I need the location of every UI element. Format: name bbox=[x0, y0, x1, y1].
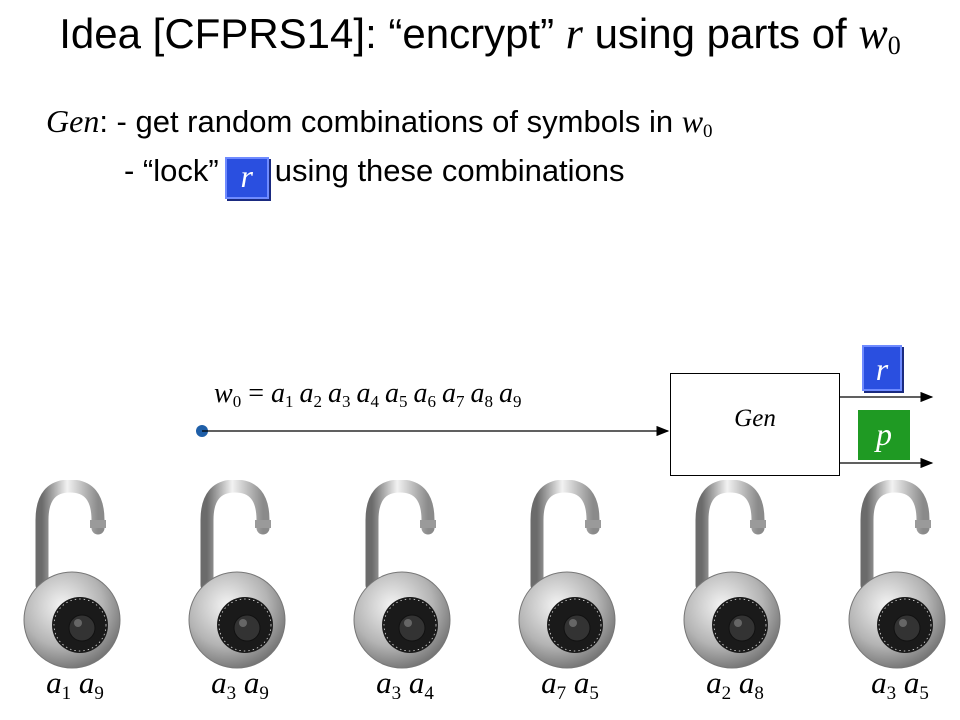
output-p-box: p bbox=[858, 410, 910, 460]
title-var-r: r bbox=[565, 9, 583, 58]
page-title: Idea [CFPRS14]: “encrypt” r using parts … bbox=[0, 8, 960, 61]
lock-label: a3 a4 bbox=[376, 665, 434, 704]
r-inline-box: r bbox=[224, 157, 269, 199]
gen-box-label: Gen bbox=[734, 405, 776, 432]
title-prefix: Idea [CFPRS14]: “encrypt” bbox=[59, 10, 566, 57]
symbol-a3: a3 bbox=[327, 378, 351, 411]
padlock-icon bbox=[848, 480, 946, 669]
gen-box bbox=[670, 373, 840, 476]
title-middle: using parts of bbox=[582, 10, 859, 57]
padlock-icon bbox=[518, 480, 616, 669]
symbol-a6: a6 bbox=[413, 378, 436, 411]
symbol-a7: a7 bbox=[441, 378, 465, 411]
symbol-a2: a2 bbox=[299, 378, 322, 411]
symbol-a5: a5 bbox=[384, 378, 408, 411]
output-r-box: r bbox=[862, 345, 902, 391]
symbol-a4: a4 bbox=[356, 378, 379, 411]
symbol-a1: a1 bbox=[270, 378, 294, 411]
padlock-icon bbox=[188, 480, 286, 669]
padlock-icon bbox=[23, 480, 121, 669]
lock-label: a7 a5 bbox=[541, 665, 599, 704]
gen-description-line1: Gen: - get random combinations of symbol… bbox=[46, 103, 713, 143]
lock-label: a3 a5 bbox=[871, 665, 929, 704]
symbol-a9: a9 bbox=[498, 378, 522, 411]
gen-label: Gen bbox=[46, 103, 100, 139]
symbol-a8: a8 bbox=[470, 378, 493, 411]
padlock-icon bbox=[683, 480, 781, 669]
lock-label: a2 a8 bbox=[706, 665, 764, 704]
gen-line1-text: : - get random combinations of symbols i… bbox=[99, 104, 682, 139]
lock-label: a3 a9 bbox=[211, 665, 269, 704]
gen-line1-var: w0 bbox=[681, 103, 713, 142]
gen-line2-suffix: using these combinations bbox=[274, 153, 625, 188]
title-var-w: w0 bbox=[858, 9, 901, 60]
gen-line2-prefix: - “lock” bbox=[124, 153, 219, 188]
padlock-icon bbox=[353, 480, 451, 669]
lock-label: a1 a9 bbox=[46, 665, 104, 704]
